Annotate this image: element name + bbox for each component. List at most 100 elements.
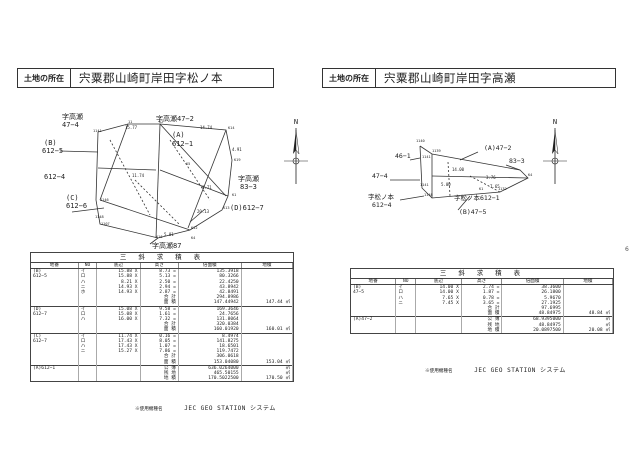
right-plan-measure: 5.00: [441, 182, 451, 187]
left-table-cell: 153.04080: [178, 359, 242, 366]
left-plan-lot-label: (B): [44, 139, 57, 147]
left-plan-lot-label: 612−5: [42, 147, 63, 155]
left-equipment-note: ※使用機種名: [135, 407, 163, 412]
left-table-cell: 612−7: [31, 311, 79, 318]
left-table-cell: 465.50155: [178, 371, 242, 377]
left-table-cell: ハ: [78, 279, 98, 285]
right-table-cell: 20.08 ㎡: [563, 327, 614, 334]
left-plan-lot-label: 612−4: [44, 173, 65, 181]
left-plan-measure: 5.81: [164, 232, 174, 237]
left-table-cell: 612−7: [31, 338, 79, 345]
left-table-cell: [241, 268, 294, 275]
left-table-cell: ロ: [78, 338, 98, 345]
left-plan-lot-label: 612−1: [172, 140, 193, 148]
left-table-cell: [241, 349, 294, 355]
left-location-header: 土地の所在 宍粟郡山崎町岸田字松ノ本: [17, 68, 274, 88]
right-north-label: N: [553, 118, 557, 126]
right-table-cell: 48.84975: [501, 311, 564, 317]
left-table-cell: [31, 290, 79, 296]
left-col-header: 地積: [241, 263, 294, 270]
right-table-cell: イ: [395, 284, 417, 291]
left-table-cell: [78, 371, 98, 377]
right-plan-point: 1141: [420, 183, 429, 187]
right-plan-lot-label: 46−1: [395, 152, 411, 160]
right-table-cell: 0.78 =: [461, 295, 503, 301]
left-table-cell: [241, 274, 294, 280]
left-plan-lot-label: 612−6: [66, 202, 87, 210]
right-table-cell: 20.0897500: [501, 327, 564, 334]
left-table-cell: [96, 371, 141, 377]
right-plan-measure: 14.00: [452, 167, 465, 172]
left-col-header: 地番: [31, 263, 79, 270]
right-plan-point: 1148: [424, 193, 433, 197]
left-table-cell: (A)612−1: [31, 364, 79, 372]
left-table-cell: 170.5022500: [178, 376, 242, 382]
right-table-cell: [415, 311, 462, 317]
left-plan-lot-label: 字高瀬: [62, 112, 83, 121]
left-col-header: NO: [78, 263, 98, 270]
left-table-cell: 42.8491: [178, 290, 242, 296]
right-table-cell: 97.6995: [501, 306, 564, 312]
left-table-cell: 17.43 X: [96, 338, 141, 345]
left-table-cell: 15.08 X: [96, 311, 141, 318]
right-table-cell: [395, 316, 417, 323]
right-plan-lot-label: 字松ノ本: [368, 192, 395, 201]
left-plan-lot-label: (D)612−7: [230, 204, 264, 212]
left-table-cell: 残 地: [140, 371, 179, 377]
right-location-value: 宍粟郡山崎町岸田字高瀬: [384, 71, 516, 85]
left-table-cell: 153.04 ㎡: [241, 359, 294, 366]
right-plan-point: K1: [479, 187, 483, 191]
right-table-cell: [351, 306, 397, 312]
left-table-cell: 合 計: [140, 354, 179, 360]
right-plan-lot-label: 83−3: [509, 157, 525, 165]
left-table-cell: [241, 317, 294, 323]
left-table-cell: 14.93 X: [96, 284, 141, 291]
right-table-cell: (B): [351, 284, 397, 291]
left-plan-lot-label: (C): [66, 194, 79, 202]
right-location-header: 土地の所在 宍粟郡山崎町岸田字高瀬: [322, 68, 616, 88]
left-table-header-row: 地番 NO 底辺 高さ 倍面積 地積: [31, 263, 294, 270]
left-plan-lot-label: 字高瀬: [238, 174, 259, 183]
left-table-cell: [96, 354, 141, 360]
left-table-cell: 2.50 =: [140, 279, 179, 285]
left-table-cell: ロ: [78, 311, 98, 318]
left-table-cell: 320.0384: [178, 322, 242, 328]
left-plan-point: K13: [223, 206, 230, 210]
right-table-header-row: 地番 NO 底辺 高さ 倍面積 地積: [351, 279, 614, 286]
right-table-cell: 7.65 X: [415, 295, 462, 301]
left-table-cell: [241, 344, 294, 350]
left-table-cell: (C): [31, 332, 79, 339]
left-table-cell: [241, 295, 294, 301]
right-col-header: 地積: [563, 279, 614, 286]
left-table-cell: 8.73 =: [140, 268, 179, 275]
left-plan-point: 1107: [101, 222, 110, 226]
right-table-cell: 3.65 =: [461, 300, 503, 307]
right-table-cell: [563, 300, 614, 307]
left-table-cell: [78, 354, 98, 360]
left-col-header: 高さ: [140, 263, 179, 270]
left-table-cell: (D): [31, 305, 79, 312]
right-table-cell: 面 積: [461, 311, 503, 317]
left-plan-lot-label: 字高瀬87: [152, 241, 181, 250]
left-table-cell: 8.21 X: [96, 279, 141, 285]
right-north-arrow: N: [543, 118, 567, 184]
left-table-cell: [241, 284, 294, 291]
left-plan-point: K2: [159, 120, 163, 124]
right-col-header: 倍面積: [501, 279, 564, 286]
left-plan-point: K5: [186, 162, 190, 166]
left-plan-point: K12: [191, 226, 198, 230]
left-table-cell: [96, 295, 141, 301]
